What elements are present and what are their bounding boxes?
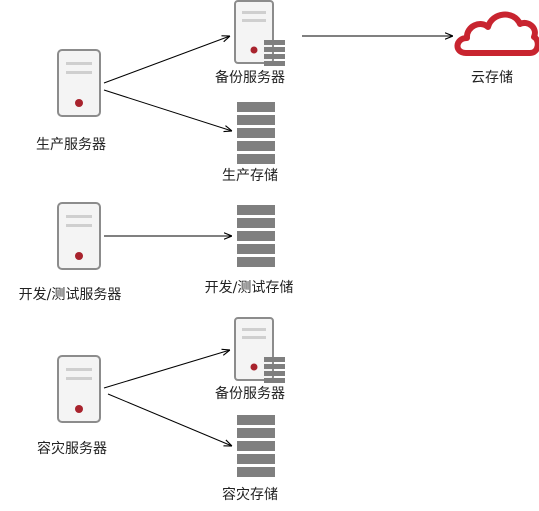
dev-test-storage-icon (237, 205, 275, 267)
arrow-dr-to-backup (103, 350, 230, 389)
prod-server-label: 生产服务器 (36, 137, 106, 153)
dr-storage-label: 容灾存储 (222, 486, 278, 503)
dr-server-label: 容灾服务器 (37, 440, 107, 457)
dr-backup-server-icon (234, 317, 286, 383)
cloud-icon (454, 11, 539, 56)
dr-backup-server-label: 备份服务器 (215, 385, 285, 402)
dev-test-server-icon (57, 201, 101, 271)
arrow-prod-to-storage (103, 89, 232, 131)
prod-server-icon (57, 48, 101, 118)
backup-server-label: 备份服务器 (215, 69, 285, 86)
dr-server-icon (57, 354, 101, 424)
dr-storage-icon (237, 415, 275, 477)
dev-test-server-label: 开发/测试服务器 (19, 287, 122, 303)
cloud-storage-label: 云存储 (471, 70, 513, 86)
arrow-prod-to-backup (103, 36, 230, 84)
prod-storage-icon (237, 102, 275, 164)
dev-test-storage-label: 开发/测试存储 (205, 280, 294, 296)
backup-server-icon (234, 0, 286, 66)
arrow-dr-to-storage (107, 393, 232, 446)
prod-storage-label: 生产存储 (222, 168, 278, 184)
